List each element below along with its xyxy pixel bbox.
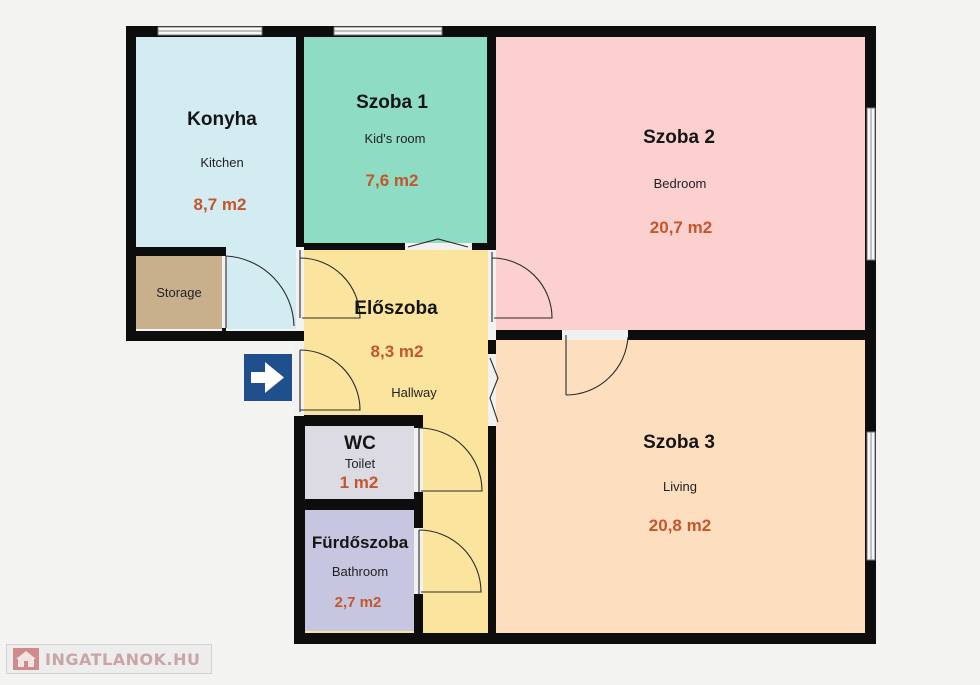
house-icon: [13, 648, 39, 670]
furdo-sub: Bathroom: [332, 564, 388, 579]
watermark: INGATLANOK.HU: [6, 644, 212, 674]
doors: [225, 238, 629, 594]
watermark-text: INGATLANOK.HU: [45, 649, 201, 669]
room-wc: [305, 426, 414, 499]
furdo-area: 2,7 m2: [335, 594, 382, 611]
konyha-area: 8,7 m2: [194, 195, 247, 214]
room-konyha-lower: [226, 247, 296, 329]
szoba2-area: 20,7 m2: [650, 218, 712, 237]
wc-name: WC: [344, 433, 376, 454]
szoba3-sub: Living: [663, 479, 697, 494]
szoba1-area: 7,6 m2: [366, 171, 419, 190]
arrow-right-icon: [251, 362, 284, 393]
label-szoba2: Szoba 2 Bedroom 20,7 m2: [643, 127, 715, 237]
eloszoba-area: 8,3 m2: [371, 342, 424, 361]
label-furdo: Fürdőszoba Bathroom 2,7 m2: [312, 533, 409, 611]
entrance-marker: [244, 354, 292, 401]
konyha-sub: Kitchen: [200, 155, 243, 170]
label-szoba1: Szoba 1 Kid's room 7,6 m2: [356, 92, 428, 190]
label-eloszoba: Előszoba 8,3 m2 Hallway: [354, 298, 438, 400]
szoba2-name: Szoba 2: [643, 127, 715, 148]
walls: [126, 26, 876, 644]
szoba1-name: Szoba 1: [356, 92, 428, 113]
room-konyha: [136, 37, 296, 247]
szoba1-sub: Kid's room: [364, 131, 425, 146]
wc-sub: Toilet: [345, 456, 376, 471]
furdo-name: Fürdőszoba: [312, 533, 409, 552]
szoba3-area: 20,8 m2: [649, 516, 711, 535]
label-wc: WC Toilet 1 m2: [340, 433, 379, 492]
label-szoba3: Szoba 3 Living 20,8 m2: [643, 432, 715, 535]
windows: [157, 26, 876, 561]
room-furdo: [305, 510, 414, 631]
room-szoba3: [496, 340, 865, 633]
wc-area: 1 m2: [340, 473, 379, 492]
room-szoba2: [496, 37, 865, 330]
konyha-name: Konyha: [187, 109, 257, 130]
room-storage: [136, 256, 222, 329]
label-storage: Storage: [156, 285, 202, 300]
szoba2-sub: Bedroom: [654, 176, 707, 191]
storage-sub: Storage: [156, 285, 202, 300]
label-konyha: Konyha Kitchen 8,7 m2: [187, 109, 257, 214]
room-szoba1: [304, 37, 487, 243]
eloszoba-name: Előszoba: [354, 298, 438, 319]
eloszoba-sub: Hallway: [391, 385, 437, 400]
szoba3-name: Szoba 3: [643, 432, 715, 453]
